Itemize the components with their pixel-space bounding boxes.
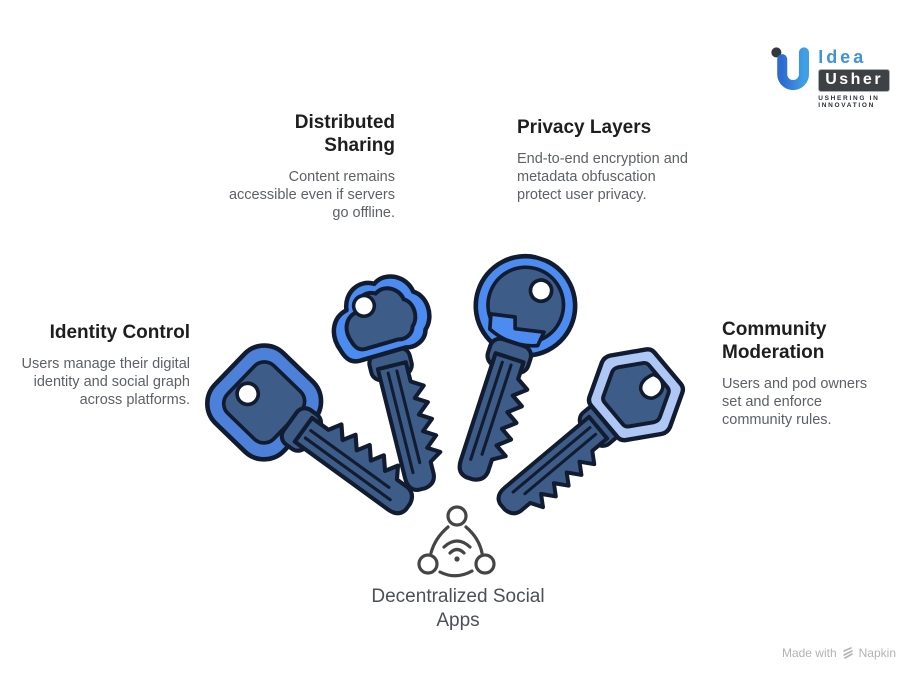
logo-text-block: Idea Usher USHERING IN INNOVATION xyxy=(818,40,920,109)
logo-brand-top: Idea xyxy=(818,47,867,67)
privacy-layers-key-icon xyxy=(457,253,578,482)
idea-usher-u-icon xyxy=(771,47,810,91)
topic-title: Privacy Layers xyxy=(517,117,652,138)
napkin-brand-text: Napkin xyxy=(858,646,896,660)
topic-body: Users manage their digital identity and … xyxy=(21,355,190,409)
community-moderation-key-icon xyxy=(496,347,686,516)
topic-identity-control: Identity Control Users manage their digi… xyxy=(14,322,190,409)
topic-title: Identity Control xyxy=(49,322,190,343)
made-with-napkin: Made with Napkin xyxy=(782,646,896,660)
center-label: Decentralized Social Apps xyxy=(371,586,545,632)
idea-usher-logo: Idea Usher USHERING IN INNOVATION xyxy=(768,40,920,109)
napkin-logo-icon xyxy=(842,647,853,659)
topic-title: Distributed Sharing xyxy=(294,112,395,156)
topic-body: End-to-end encryption and metadata obfus… xyxy=(517,150,688,204)
topic-body: Users and pod owners set and enforce com… xyxy=(722,375,868,428)
made-with-text: Made with xyxy=(781,646,837,660)
logo-brand-bottom: Usher xyxy=(818,69,891,92)
topic-body: Content remains accessible even if serve… xyxy=(228,168,395,221)
identity-control-key-icon xyxy=(205,343,415,516)
topic-title: Community Moderation xyxy=(722,319,827,363)
decentralized-network-icon xyxy=(417,505,496,578)
topic-distributed-sharing: Distributed Sharing Content remains acce… xyxy=(225,112,395,222)
distributed-sharing-key-icon xyxy=(331,274,443,492)
topic-privacy-layers: Privacy Layers End-to-end encryption and… xyxy=(517,117,693,204)
topic-community-moderation: Community Moderation Users and pod owner… xyxy=(722,319,878,429)
logo-tagline: USHERING IN INNOVATION xyxy=(818,94,880,109)
